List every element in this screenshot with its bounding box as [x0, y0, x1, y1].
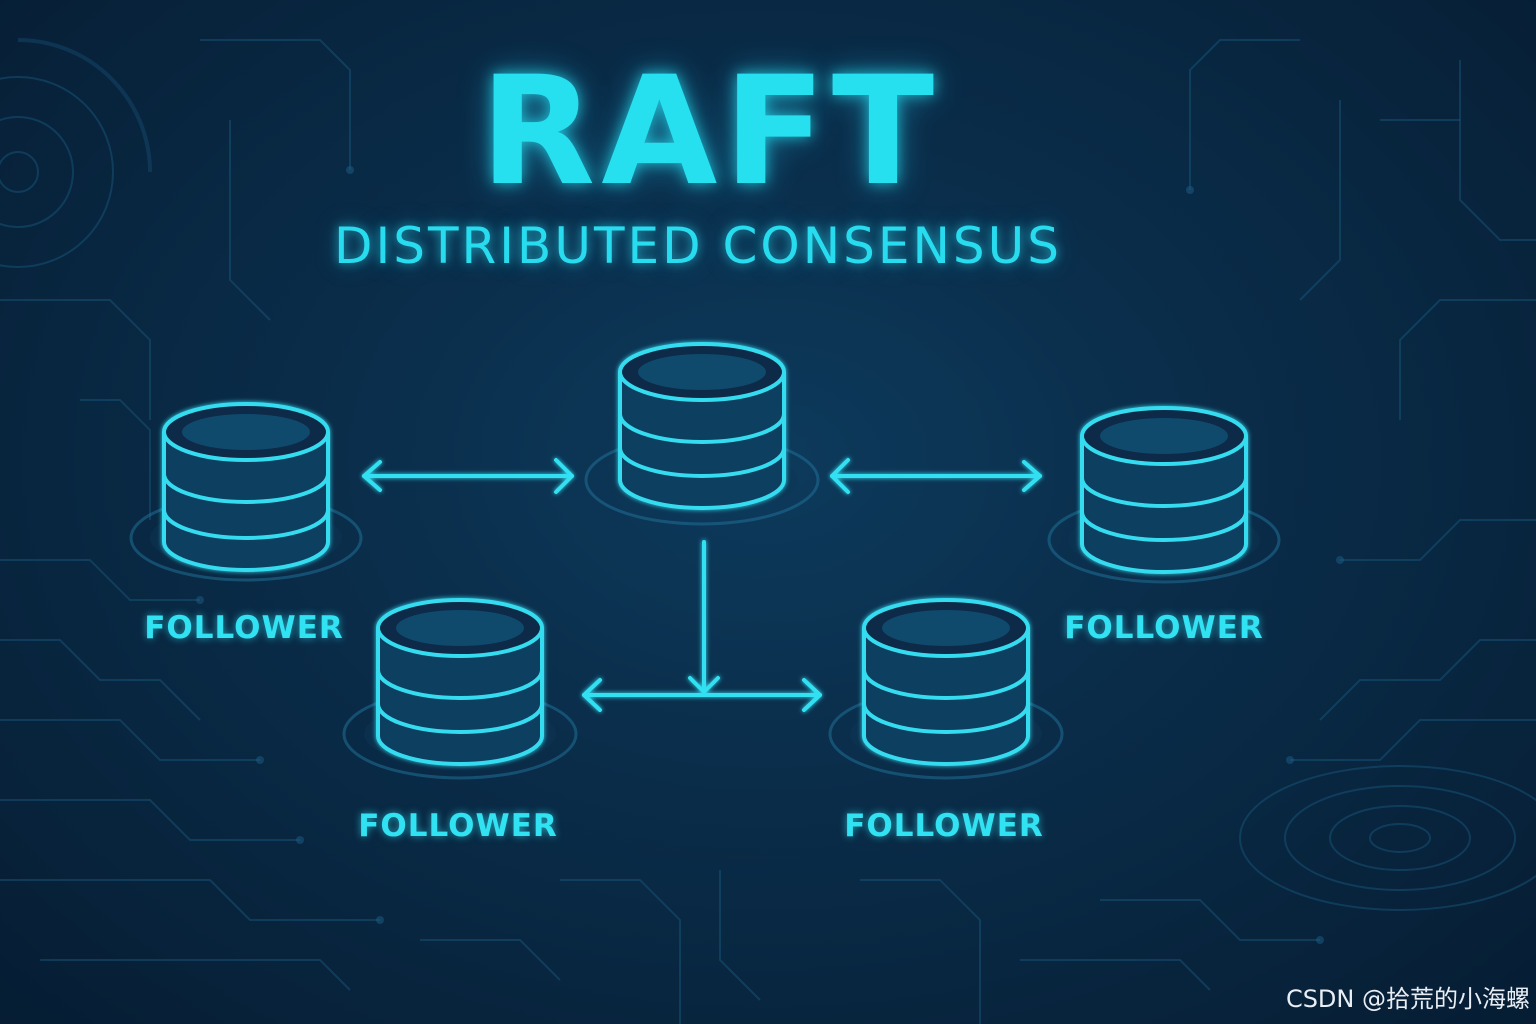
diagram-subtitle: DISTRIBUTED CONSENSUS — [334, 217, 1062, 275]
arrow-left-to-leader — [362, 458, 574, 494]
follower-node-bottom-right — [828, 596, 1068, 800]
node-label: FOLLOWER — [1064, 610, 1264, 646]
leader-node — [584, 340, 826, 544]
node-label: FOLLOWER — [358, 808, 558, 844]
arrow-leader-to-right — [830, 458, 1042, 494]
follower-node-top-left — [129, 400, 370, 604]
database-icon — [342, 598, 578, 780]
diagram-title: RAFT — [479, 45, 941, 219]
watermark-text: CSDN @拾荒的小海螺 — [1285, 985, 1530, 1013]
node-label: FOLLOWER — [844, 808, 1044, 844]
database-icon — [129, 402, 363, 582]
follower-node-top-right — [1046, 404, 1286, 608]
follower-node-bottom-left — [342, 596, 582, 800]
database-icon — [1047, 406, 1281, 584]
arrow-leader-down — [688, 540, 720, 694]
node-label: FOLLOWER — [144, 610, 344, 646]
database-icon — [584, 342, 820, 526]
arrow-bottom-horizontal — [582, 678, 822, 712]
database-icon — [828, 598, 1064, 780]
